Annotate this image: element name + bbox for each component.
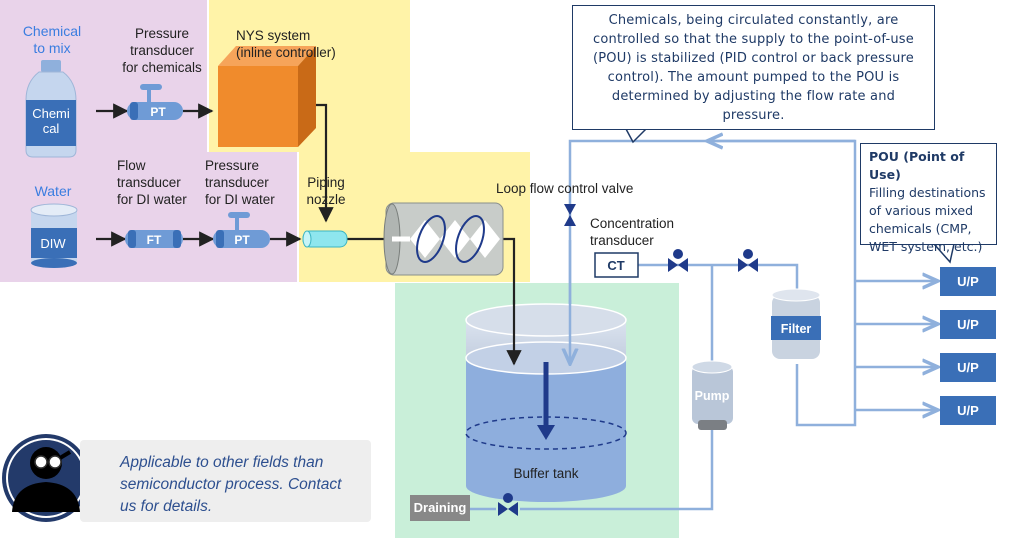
avatar (2, 434, 90, 522)
svg-text:cal: cal (43, 121, 60, 136)
chemical-bottle (25, 60, 77, 158)
svg-text:to mix: to mix (33, 40, 70, 56)
diw-label: DIW (40, 236, 66, 251)
up-label-2: U/P (957, 317, 979, 332)
svg-text:transducer: transducer (205, 175, 269, 190)
pt-diw-label: Pressure (205, 158, 259, 173)
pou-line: chemicals (CMP, (869, 221, 972, 236)
nys-controller-box (218, 46, 316, 147)
applicable-line: Applicable to other fields than (120, 454, 324, 471)
pou-line: WET system, etc.) (869, 239, 983, 254)
svg-text:for chemicals: for chemicals (122, 60, 202, 75)
water-title: Water (35, 183, 72, 199)
up-label-4: U/P (957, 403, 979, 418)
applicable-line: semiconductor process. Contact (120, 476, 342, 493)
svg-text:for DI water: for DI water (205, 192, 275, 207)
chemical-title: Chemical (23, 23, 81, 39)
filter (771, 288, 821, 359)
piping-nozzle (302, 230, 348, 248)
svg-text:nozzle: nozzle (306, 192, 345, 207)
svg-text:transducer: transducer (117, 175, 181, 190)
pt-chem-label: Pressure (135, 26, 189, 41)
note-line: pressure. (722, 108, 785, 123)
control-note: Chemicals, being circulated constantly, … (572, 5, 935, 130)
ct-label: CT (607, 258, 624, 273)
valve-icon (498, 204, 758, 516)
nys-label: NYS system (236, 28, 310, 43)
diagram-labels: Chemical to mix Chemi cal Water DIW Pres… (23, 23, 979, 515)
up-boxes (940, 267, 996, 425)
applicable-note: Applicable to other fields than semicond… (80, 440, 371, 522)
draining-box (410, 495, 470, 521)
up-label-1: U/P (957, 274, 979, 289)
note-line: (POU) is stabilized (PID control or back… (592, 51, 914, 66)
buffer-tank (465, 303, 627, 502)
ft-device (125, 230, 183, 248)
conc-label: Concentration (590, 216, 674, 231)
pou-title: POU (Point of Use) (869, 149, 965, 182)
static-mixer (383, 202, 504, 276)
pou-note: POU (Point of Use) Filling destinations … (860, 143, 997, 254)
svg-text:FT: FT (147, 233, 162, 247)
nozzle-label: Piping (307, 175, 345, 190)
chemical-bottle-label: Chemi (32, 106, 70, 121)
svg-text:transducer: transducer (590, 233, 654, 248)
applicable-line: us for details. (120, 498, 213, 515)
pou-line: Filling destinations (869, 185, 986, 200)
ft-label: Flow (117, 158, 146, 173)
ct-box (594, 252, 639, 278)
note-line: Chemicals, being circulated constantly, … (608, 13, 899, 28)
pt-chem-device (127, 84, 183, 120)
up-label-3: U/P (957, 360, 979, 375)
diw-canister (30, 203, 78, 268)
pump-label: Pump (695, 389, 730, 403)
pump (691, 360, 733, 430)
draining-label: Draining (414, 500, 467, 515)
pt-diw-device (213, 212, 270, 248)
filter-label: Filter (781, 322, 812, 336)
svg-text:transducer: transducer (130, 43, 194, 58)
svg-text:PT: PT (234, 233, 250, 247)
note-line: control). The amount pumped to the POU i… (607, 70, 900, 85)
svg-text:(inline controller): (inline controller) (236, 45, 336, 60)
svg-text:PT: PT (150, 105, 166, 119)
pou-line: of various mixed (869, 203, 974, 218)
note-line: determined by adjusting the flow rate an… (611, 89, 896, 104)
note-line: controlled so that the supply to the poi… (593, 32, 914, 47)
buffer-tank-label: Buffer tank (513, 466, 578, 481)
loop-valve-label: Loop flow control valve (496, 181, 633, 196)
svg-text:for DI water: for DI water (117, 192, 187, 207)
